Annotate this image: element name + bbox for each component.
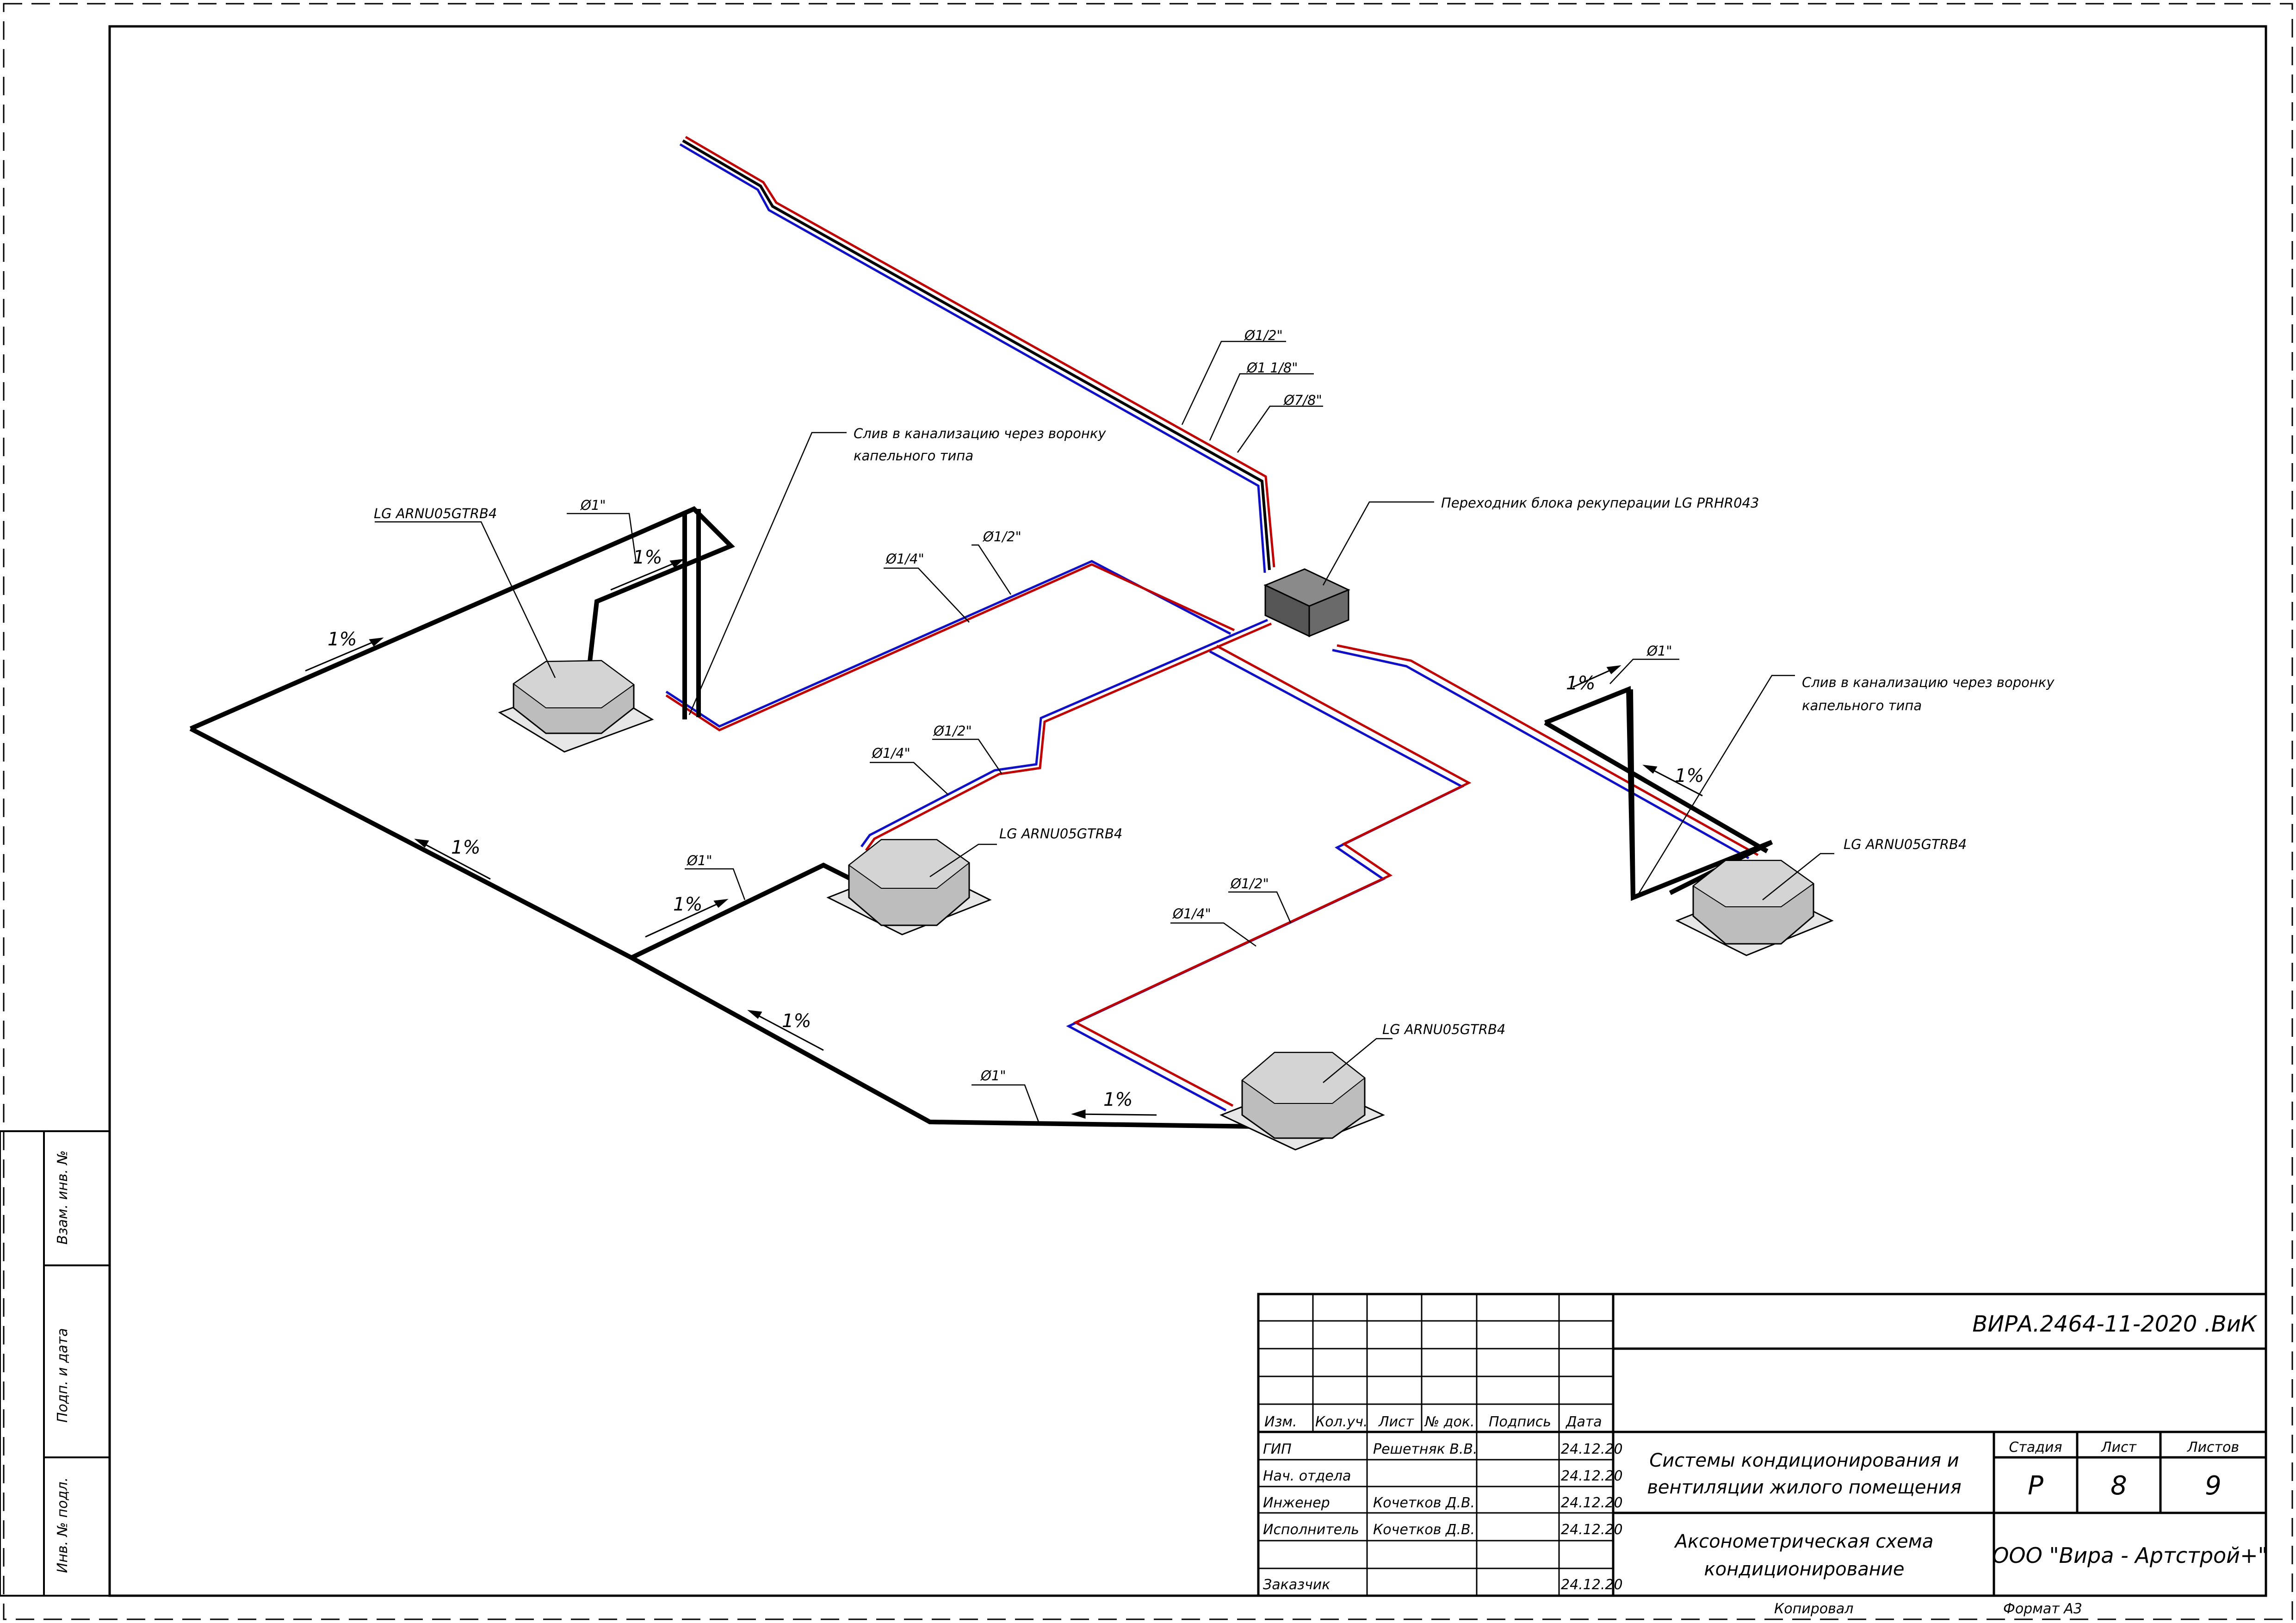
leader-lines (375, 341, 1834, 1122)
slope-label-2: 1% (633, 547, 662, 568)
tb-row-6-role: Заказчик (1263, 1577, 1330, 1593)
title-block-grid (1257, 1293, 2267, 1597)
slope-label-7: 1% (1566, 673, 1595, 694)
drain-note-left-line1: Слив в канализацию через воронку (854, 426, 1106, 441)
tb-row-4-role: Исполнитель (1263, 1522, 1359, 1538)
unit-1-liquid-size: Ø1/4" (885, 551, 924, 567)
drain-lower-loop (189, 726, 1259, 1129)
tb-row-4-name: Кочетков Д.В. (1373, 1522, 1475, 1538)
size-main-1-1-8: Ø1 1/8" (1246, 360, 1298, 376)
drain-right-riser (1628, 689, 1635, 898)
tb-row-2-role: Нач. отдела (1263, 1468, 1351, 1484)
slope-label-6: 1% (1103, 1089, 1133, 1110)
unit-3-model: LG ARNU05GTRB4 (1382, 1022, 1505, 1037)
branch-unit-2 (860, 619, 1272, 851)
tb-format-label: Формат А3 (2003, 1601, 2082, 1617)
slope-label-3: 1% (451, 837, 480, 858)
size-main-1-2: Ø1/2" (1244, 328, 1283, 343)
branch-unit-3 (1066, 644, 1472, 1112)
unit-4-drain-size: Ø1" (1646, 643, 1672, 659)
tb-row-3-role: Инженер (1263, 1495, 1330, 1511)
tb-sheet-title-1: Аксонометрическая схема (1674, 1531, 1934, 1552)
branch-unit-1 (665, 560, 1235, 731)
tb-header-izm: Изм. (1264, 1414, 1297, 1430)
tb-sheet-title-2: кондиционирование (1704, 1559, 1905, 1580)
unit-2-gas-size: Ø1/2" (933, 723, 972, 739)
size-main-7-8: Ø7/8" (1283, 392, 1322, 408)
tb-sheet-value: 8 (2110, 1471, 2127, 1501)
unit-3-gas-size: Ø1/2" (1230, 876, 1269, 892)
tb-project-title-1: Системы кондиционирования и (1649, 1450, 1959, 1471)
tb-row-1-name: Решетняк В.В. (1373, 1441, 1477, 1457)
unit-1-gas-size: Ø1/2" (983, 529, 1021, 545)
drain-note-right-line1: Слив в канализацию через воронку (1802, 675, 2055, 690)
drain-main-loop (189, 506, 735, 731)
tb-sheet-label: Лист (2101, 1439, 2137, 1456)
tb-sheets-label: Листов (2187, 1439, 2239, 1456)
tb-header-date: Дата (1565, 1414, 1602, 1430)
tb-row-6-date: 24.12.20 (1561, 1577, 1623, 1593)
drain-lines (189, 506, 1773, 1129)
branch-unit-4 (1332, 644, 1759, 860)
tb-sheets-value: 9 (2205, 1471, 2222, 1501)
drain-right-bar (1544, 720, 1769, 854)
tb-header-list: Лист (1378, 1414, 1415, 1430)
tb-stage-label: Стадия (2009, 1439, 2062, 1456)
indoor-unit-4 (1675, 860, 1834, 956)
recovery-adapter-label: Переходник блока рекуперации LG PRHR043 (1441, 495, 1759, 511)
tb-doc-code: ВИРА.2464-11-2020 .ВиК (1972, 1311, 2258, 1337)
unit-1-drain-size: Ø1" (580, 497, 606, 513)
tb-row-3-name: Кочетков Д.В. (1373, 1495, 1475, 1511)
drain-unit-2 (630, 862, 853, 960)
tb-header-doc-no: № док. (1424, 1414, 1475, 1430)
tb-company: ООО "Вира - Артстрой+" (1992, 1543, 2268, 1568)
indoor-unit-1 (498, 660, 654, 753)
main-riser-black (682, 139, 1271, 570)
title-block-left-grid (1258, 1294, 1613, 1596)
slope-label-5: 1% (782, 1010, 811, 1032)
drawing-frame (108, 25, 2267, 1597)
unit-3-drain-size: Ø1" (980, 1068, 1006, 1084)
unit-3-liquid-size: Ø1/4" (1172, 906, 1211, 922)
unit-4-model: LG ARNU05GTRB4 (1844, 836, 1967, 852)
unit-1-model: LG ARNU05GTRB4 (374, 506, 497, 521)
tb-row-1-role: ГИП (1263, 1441, 1292, 1457)
slope-label-4: 1% (673, 894, 702, 915)
main-riser-liquid (679, 143, 1266, 573)
drain-note-right-line2: капельного типа (1802, 698, 1922, 713)
side-stamp-sign-date: Подп. и дата (55, 1328, 71, 1423)
tb-header-sign: Подпись (1489, 1414, 1551, 1430)
indoor-unit-3 (1219, 1052, 1385, 1151)
side-stamp-interchange: Взам. инв. № (55, 1150, 71, 1245)
drain-note-left-line2: капельного типа (854, 448, 973, 464)
unit-2-drain-size: Ø1" (687, 853, 712, 868)
tb-stage-value: Р (2028, 1471, 2043, 1501)
side-stamp-original-no: Инв. № подл. (55, 1477, 71, 1573)
main-riser (679, 136, 1275, 573)
tb-row-4-date: 24.12.20 (1561, 1522, 1623, 1538)
main-riser-gas (685, 136, 1275, 568)
tb-header-kol-uch: Кол.уч. (1315, 1414, 1368, 1430)
tb-row-2-date: 24.12.20 (1561, 1468, 1623, 1484)
sheet-trim-border (3, 3, 2293, 1620)
slope-label-1: 1% (328, 629, 357, 650)
unit-2-model: LG ARNU05GTRB4 (999, 826, 1122, 842)
slope-arrows (305, 558, 1703, 1119)
tb-row-1-date: 24.12.20 (1561, 1441, 1623, 1457)
slope-label-8: 1% (1675, 765, 1704, 787)
side-stamp (0, 1130, 111, 1597)
recovery-adapter (1263, 568, 1350, 638)
tb-project-title-2: вентиляции жилого помещения (1647, 1477, 1961, 1498)
tb-row-3-date: 24.12.20 (1561, 1495, 1623, 1511)
tb-copied-label: Копировал (1774, 1601, 1853, 1617)
unit-2-liquid-size: Ø1/4" (872, 745, 910, 761)
indoor-unit-2 (826, 839, 992, 935)
